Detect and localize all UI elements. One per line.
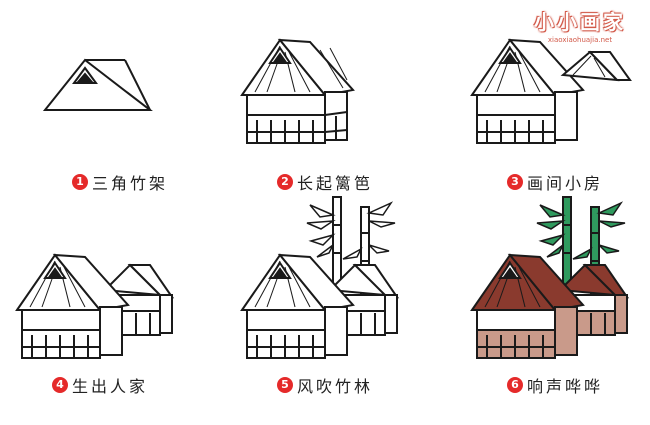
step-6-number-badge: 6 [506, 377, 523, 393]
step-2-number-badge: 2 [276, 174, 293, 190]
step-3-caption: 3 画间小房 [455, 170, 650, 194]
step-6-caption-text: 响声哗哗 [526, 377, 603, 396]
step-5-drawing [240, 196, 400, 359]
step-1-drawing [42, 58, 153, 111]
step-5-caption: 5 风吹竹林 [225, 373, 425, 397]
step-2-caption: 2 长起篱笆 [225, 170, 425, 194]
step-5-caption-text: 风吹竹林 [296, 377, 373, 396]
step-3-number-badge: 3 [506, 174, 523, 190]
step-6-drawing [470, 196, 630, 359]
step-4: 4 生出人家 [0, 225, 200, 425]
step-2: 2 长起篱笆 [225, 20, 425, 220]
step-3-caption-text: 画间小房 [526, 174, 603, 193]
step-4-caption: 4 生出人家 [0, 373, 200, 397]
step-2-caption-text: 长起篱笆 [296, 174, 373, 193]
step-4-number-badge: 4 [51, 377, 68, 393]
step-1-number-badge: 1 [71, 174, 88, 190]
step-5: 5 风吹竹林 [225, 185, 425, 396]
step-1: 1 三角竹架 [20, 20, 220, 220]
step-4-caption-text: 生出人家 [71, 377, 148, 396]
step-2-drawing [240, 38, 355, 144]
watermark: 小小画家 xiaoxiaohuajia.net [520, 6, 640, 44]
step-6: 6 响声哗哗 [455, 185, 650, 396]
step-3-drawing [470, 38, 632, 144]
step-1-caption-text: 三角竹架 [91, 174, 168, 193]
watermark-title: 小小画家 [534, 10, 626, 34]
step-4-drawing [15, 253, 175, 359]
step-6-caption: 6 响声哗哗 [455, 373, 650, 397]
watermark-url: xiaoxiaohuajia.net [547, 36, 613, 44]
step-5-number-badge: 5 [276, 377, 293, 393]
step-3: 3 画间小房 [455, 20, 650, 220]
step-1-caption: 1 三角竹架 [20, 170, 220, 194]
